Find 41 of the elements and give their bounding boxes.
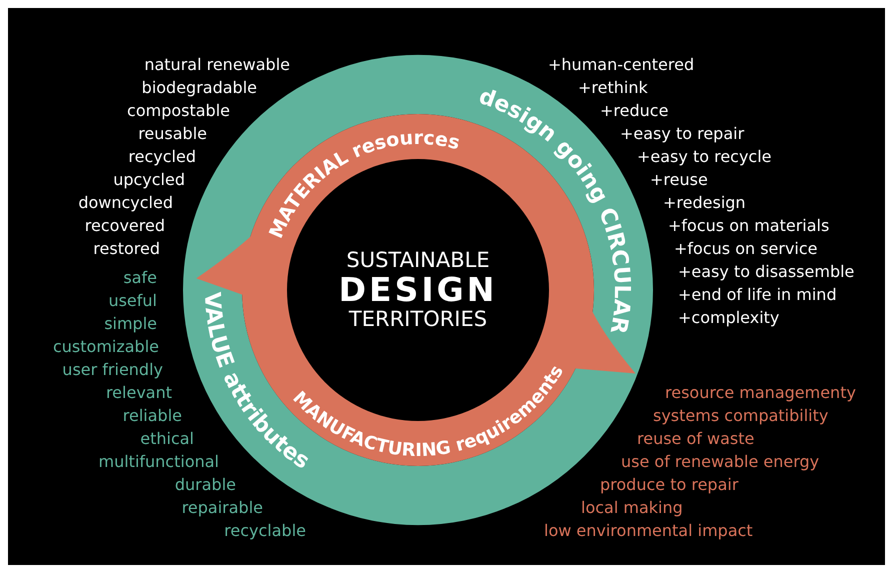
list-item: useful — [108, 291, 157, 311]
list-item: recovered — [84, 216, 165, 236]
list-item: low environmental impact — [544, 521, 753, 541]
list-item: user friendly — [62, 360, 163, 380]
list-item: reuse of waste — [637, 429, 754, 449]
list-item: +focus on service — [674, 239, 818, 259]
list-item: resource managementy — [665, 383, 856, 403]
list-item: recyclable — [224, 521, 306, 541]
list-item: repairable — [182, 498, 263, 518]
list-item: use of renewable energy — [621, 452, 820, 472]
list-item: biodegradable — [142, 78, 257, 98]
list-item: local making — [581, 498, 683, 518]
list-item: +easy to repair — [620, 124, 744, 144]
list-item: +reduce — [600, 101, 668, 121]
list-item: restored — [93, 239, 160, 259]
title-text: SUSTAINABLE DESIGN TERRITORIES — [338, 248, 498, 332]
list-item: ethical — [140, 429, 194, 449]
list-item: +easy to recycle — [637, 147, 772, 167]
list-item: safe — [123, 268, 157, 288]
list-item: downcycled — [78, 193, 173, 213]
list-item: +human-centered — [548, 55, 694, 75]
list-item: +focus on materials — [668, 216, 830, 236]
list-item: +reuse — [650, 170, 708, 190]
list-item: +redesign — [663, 193, 746, 213]
list-item: +rethink — [578, 78, 648, 98]
list-item: customizable — [52, 337, 159, 357]
list-item: reliable — [122, 406, 182, 426]
list-item: +end of life in mind — [678, 285, 837, 305]
list-item: reusable — [138, 124, 207, 144]
list-item: simple — [104, 314, 157, 334]
list-item: relevant — [106, 383, 172, 403]
list-item: produce to repair — [600, 475, 738, 495]
list-item: compostable — [127, 101, 230, 121]
list-item: multifunctional — [98, 452, 219, 472]
list-item: recycled — [128, 147, 196, 167]
list-item: systems compatibility — [653, 406, 828, 426]
list-item: durable — [174, 475, 236, 495]
list-item: +easy to disassemble — [678, 262, 854, 282]
list-item: +complexity — [678, 308, 780, 328]
list-item: upcycled — [113, 170, 185, 190]
list-item: natural renewable — [144, 55, 290, 75]
